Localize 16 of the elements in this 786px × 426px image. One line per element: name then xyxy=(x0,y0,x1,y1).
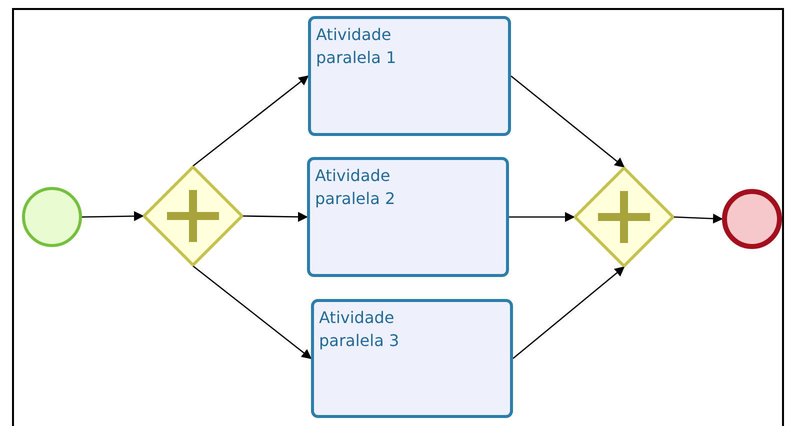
task-label: Atividade paralela 1 xyxy=(316,24,398,69)
task-label: Atividade paralela 2 xyxy=(315,165,396,210)
task-box xyxy=(307,157,509,277)
task-label: Atividade paralela 3 xyxy=(319,307,400,352)
sequence-flow-arrow xyxy=(192,265,312,360)
sequence-flow-arrow xyxy=(82,211,144,222)
sequence-flow-arrow xyxy=(242,212,308,222)
sequence-flow-arrow xyxy=(192,75,309,167)
task-box xyxy=(308,16,511,136)
parallel-gateway-diamond xyxy=(143,166,243,266)
task-box xyxy=(311,299,513,418)
sequence-flow-arrow xyxy=(512,266,625,359)
sequence-flow-arrow xyxy=(674,214,723,224)
parallel-gateway-diamond xyxy=(574,167,674,267)
sequence-flow-arrow xyxy=(509,212,575,222)
sequence-flow-arrow xyxy=(510,76,625,168)
